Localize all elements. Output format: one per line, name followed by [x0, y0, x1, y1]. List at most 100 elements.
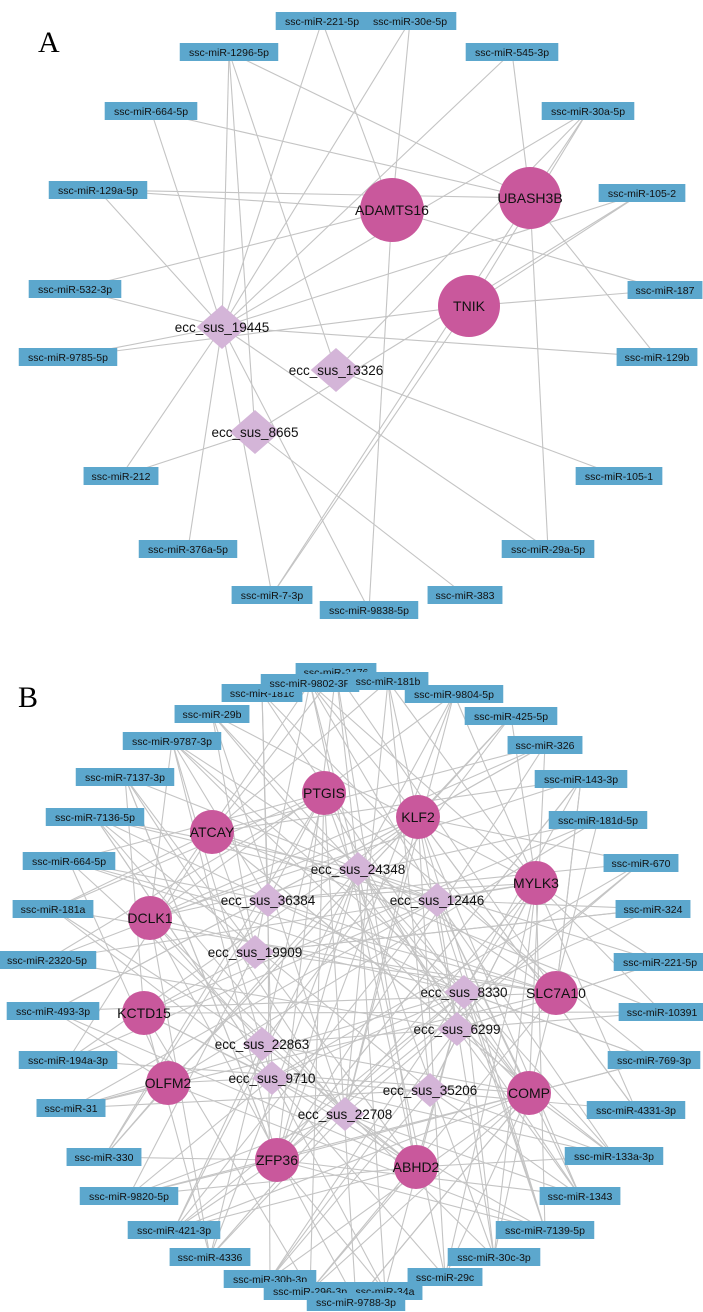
- edge: [271, 862, 642, 1079]
- edge: [209, 1113, 346, 1258]
- mirna-label: ssc-miR-326: [516, 740, 575, 752]
- mirna-label: ssc-miR-181a: [21, 904, 86, 916]
- edge: [52, 1010, 169, 1084]
- panel-a-mirna-node-ssc-mir-664-5p: ssc-miR-664-5p: [104, 102, 198, 120]
- circrna-label: ecc_sus_35206: [383, 1083, 478, 1098]
- mirna-label: ssc-miR-9804-5p: [414, 689, 494, 701]
- gene-label: PTGIS: [303, 785, 345, 801]
- mirna-label: ssc-miR-664-5p: [32, 856, 106, 868]
- panel-a-mirna-node-ssc-mir-30a-5p: ssc-miR-30a-5p: [541, 102, 635, 120]
- mirna-box: [75, 768, 175, 786]
- circrna-label: ecc_sus_6299: [413, 1022, 500, 1037]
- edge: [429, 1089, 581, 1197]
- edge: [143, 819, 599, 1014]
- gene-circle: [394, 1145, 438, 1189]
- panel-b-gene-node-zfp36: ZFP36: [255, 1138, 299, 1182]
- panel-b-gene-node-dclk1: DCLK1: [127, 896, 173, 940]
- edge: [52, 908, 263, 1045]
- mirna-box: [464, 707, 558, 725]
- edge: [309, 1092, 530, 1292]
- edge: [335, 110, 589, 371]
- panel-b-gene-node-mylk3: MYLK3: [513, 861, 559, 905]
- panel-b-gene-node-slc7a10: SLC7A10: [526, 971, 586, 1015]
- panel-b-mirna-node-ssc-mir-7137-3p: ssc-miR-7137-3p: [75, 768, 175, 786]
- edge: [94, 816, 273, 1079]
- edge: [68, 860, 465, 993]
- panel-b-mirna-node-ssc-mir-4331-3p: ssc-miR-4331-3p: [586, 1101, 686, 1119]
- mirna-label: ssc-miR-769-3p: [617, 1055, 691, 1067]
- edge: [344, 816, 419, 1115]
- panel-b-circrna-node-ecc-sus-19909: ecc_sus_19909: [208, 935, 302, 969]
- mirna-box: [18, 348, 118, 366]
- mirna-label: ssc-miR-10391: [627, 1007, 698, 1019]
- mirna-label: ssc-miR-129a-5p: [58, 185, 138, 197]
- edge: [173, 1092, 530, 1231]
- panel-b-mirna-node-ssc-mir-326: ssc-miR-326: [507, 736, 583, 754]
- circrna-diamond: [229, 410, 281, 454]
- mirna-label: ssc-miR-221-5p: [285, 16, 359, 28]
- edge: [150, 110, 223, 328]
- mirna-box: [127, 1221, 221, 1239]
- panel-a-gene-node-adamts16: ADAMTS16: [355, 178, 429, 242]
- edge: [535, 882, 637, 1111]
- mirna-box: [179, 43, 279, 61]
- circrna-label: ecc_sus_36384: [221, 893, 316, 908]
- edge: [309, 682, 537, 884]
- edge: [535, 882, 663, 1013]
- mirna-label: ssc-miR-129b: [625, 352, 690, 364]
- panel-b-circrna-node-ecc-sus-12446: ecc_sus_12446: [390, 883, 484, 917]
- edge: [436, 899, 530, 1094]
- gene-circle: [128, 896, 172, 940]
- edge: [387, 680, 419, 818]
- edge: [221, 20, 411, 328]
- panel-b-mirna-node-ssc-mir-10391: ssc-miR-10391: [618, 1003, 703, 1021]
- mirna-label: ssc-miR-493-3p: [16, 1006, 90, 1018]
- panel-b-mirna-node-ssc-mir-421-3p: ssc-miR-421-3p: [127, 1221, 221, 1239]
- panel-a-mirna-node-ssc-mir-129a-5p: ssc-miR-129a-5p: [48, 181, 148, 199]
- edge: [357, 868, 386, 1292]
- panel-b-mirna-node-ssc-mir-31: ssc-miR-31: [36, 1099, 106, 1117]
- edge: [221, 326, 658, 358]
- mirna-label: ssc-miR-105-1: [585, 471, 653, 483]
- circrna-label: ecc_sus_22863: [215, 1037, 310, 1052]
- edge: [355, 1092, 530, 1303]
- panel-b-mirna-node-ssc-mir-29c: ssc-miR-29c: [407, 1268, 483, 1286]
- edge: [211, 778, 582, 833]
- panel-a-mirna-node-ssc-mir-383: ssc-miR-383: [427, 586, 503, 604]
- panel-b-circrna-node-ecc-sus-36384: ecc_sus_36384: [221, 883, 316, 917]
- panel-b-mirna-node-ssc-mir-324: ssc-miR-324: [615, 900, 691, 918]
- panel-a-gene-node-tnik: TNIK: [438, 275, 500, 337]
- circrna-diamond: [248, 883, 288, 917]
- edge: [271, 1077, 386, 1292]
- edge: [357, 868, 615, 1157]
- circrna-label: ecc_sus_9710: [228, 1071, 315, 1086]
- panel-b-mirna-node-ssc-mir-670: ssc-miR-670: [603, 854, 679, 872]
- edge: [221, 326, 370, 611]
- edge: [211, 680, 389, 833]
- mirna-box: [427, 586, 503, 604]
- edge: [149, 778, 582, 919]
- edge: [463, 991, 495, 1258]
- edge: [309, 682, 417, 1168]
- edge: [271, 197, 531, 596]
- edge: [267, 882, 537, 901]
- panel-b-mirna-node-ssc-mir-9804-5p: ssc-miR-9804-5p: [404, 685, 504, 703]
- gene-label: KLF2: [401, 809, 435, 825]
- edge: [221, 51, 513, 328]
- panel-b-mirna-node-ssc-mir-493-3p: ssc-miR-493-3p: [6, 1002, 100, 1020]
- edge: [173, 899, 438, 1231]
- mirna-label: ssc-miR-324: [624, 904, 683, 916]
- circrna-diamond: [437, 1012, 477, 1046]
- mirna-label: ssc-miR-9785-5p: [28, 352, 108, 364]
- edge: [456, 1028, 581, 1197]
- panel-a-mirna-node-ssc-mir-221-5p: ssc-miR-221-5p: [275, 12, 369, 30]
- edge: [128, 1077, 273, 1197]
- mirna-label: ssc-miR-9788-3p: [316, 1297, 396, 1309]
- edge: [444, 882, 537, 1278]
- mirna-label: ssc-miR-9802-3P: [269, 678, 350, 690]
- edge: [167, 715, 512, 1084]
- mirna-label: ssc-miR-2320-5p: [7, 955, 87, 967]
- panel-label-a: A: [38, 26, 60, 59]
- mirna-box: [22, 852, 116, 870]
- edge: [68, 860, 557, 994]
